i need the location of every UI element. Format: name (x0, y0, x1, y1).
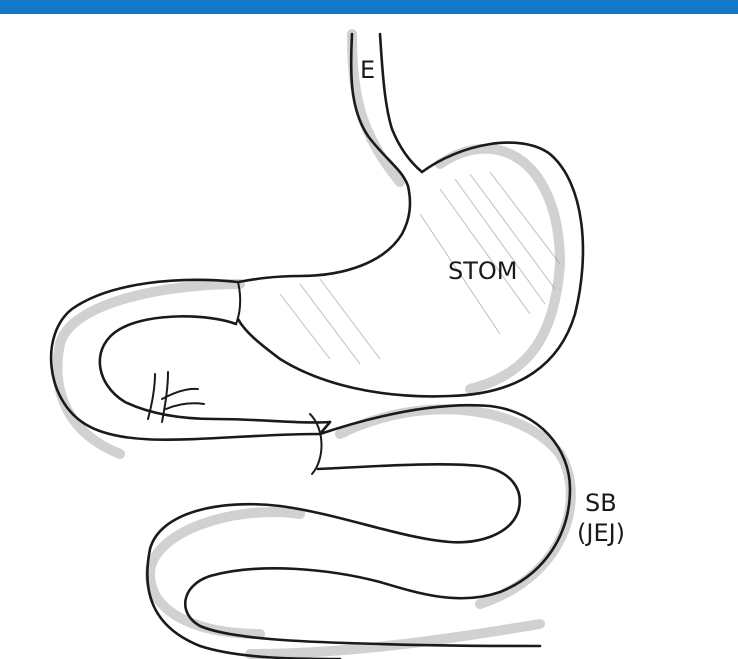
label-esophagus: E (360, 56, 375, 84)
stomach-hatching (280, 172, 560, 364)
small-bowel (147, 405, 570, 659)
ligament-lines (148, 372, 204, 422)
label-small-bowel: SB (585, 489, 617, 517)
gi-tract-sketch: E STOM SB (JEJ) (0, 14, 738, 659)
shading-layer (58, 34, 571, 654)
label-stomach: STOM (448, 257, 518, 285)
label-small-bowel-sub: (JEJ) (577, 519, 625, 547)
top-accent-bar (0, 0, 738, 14)
